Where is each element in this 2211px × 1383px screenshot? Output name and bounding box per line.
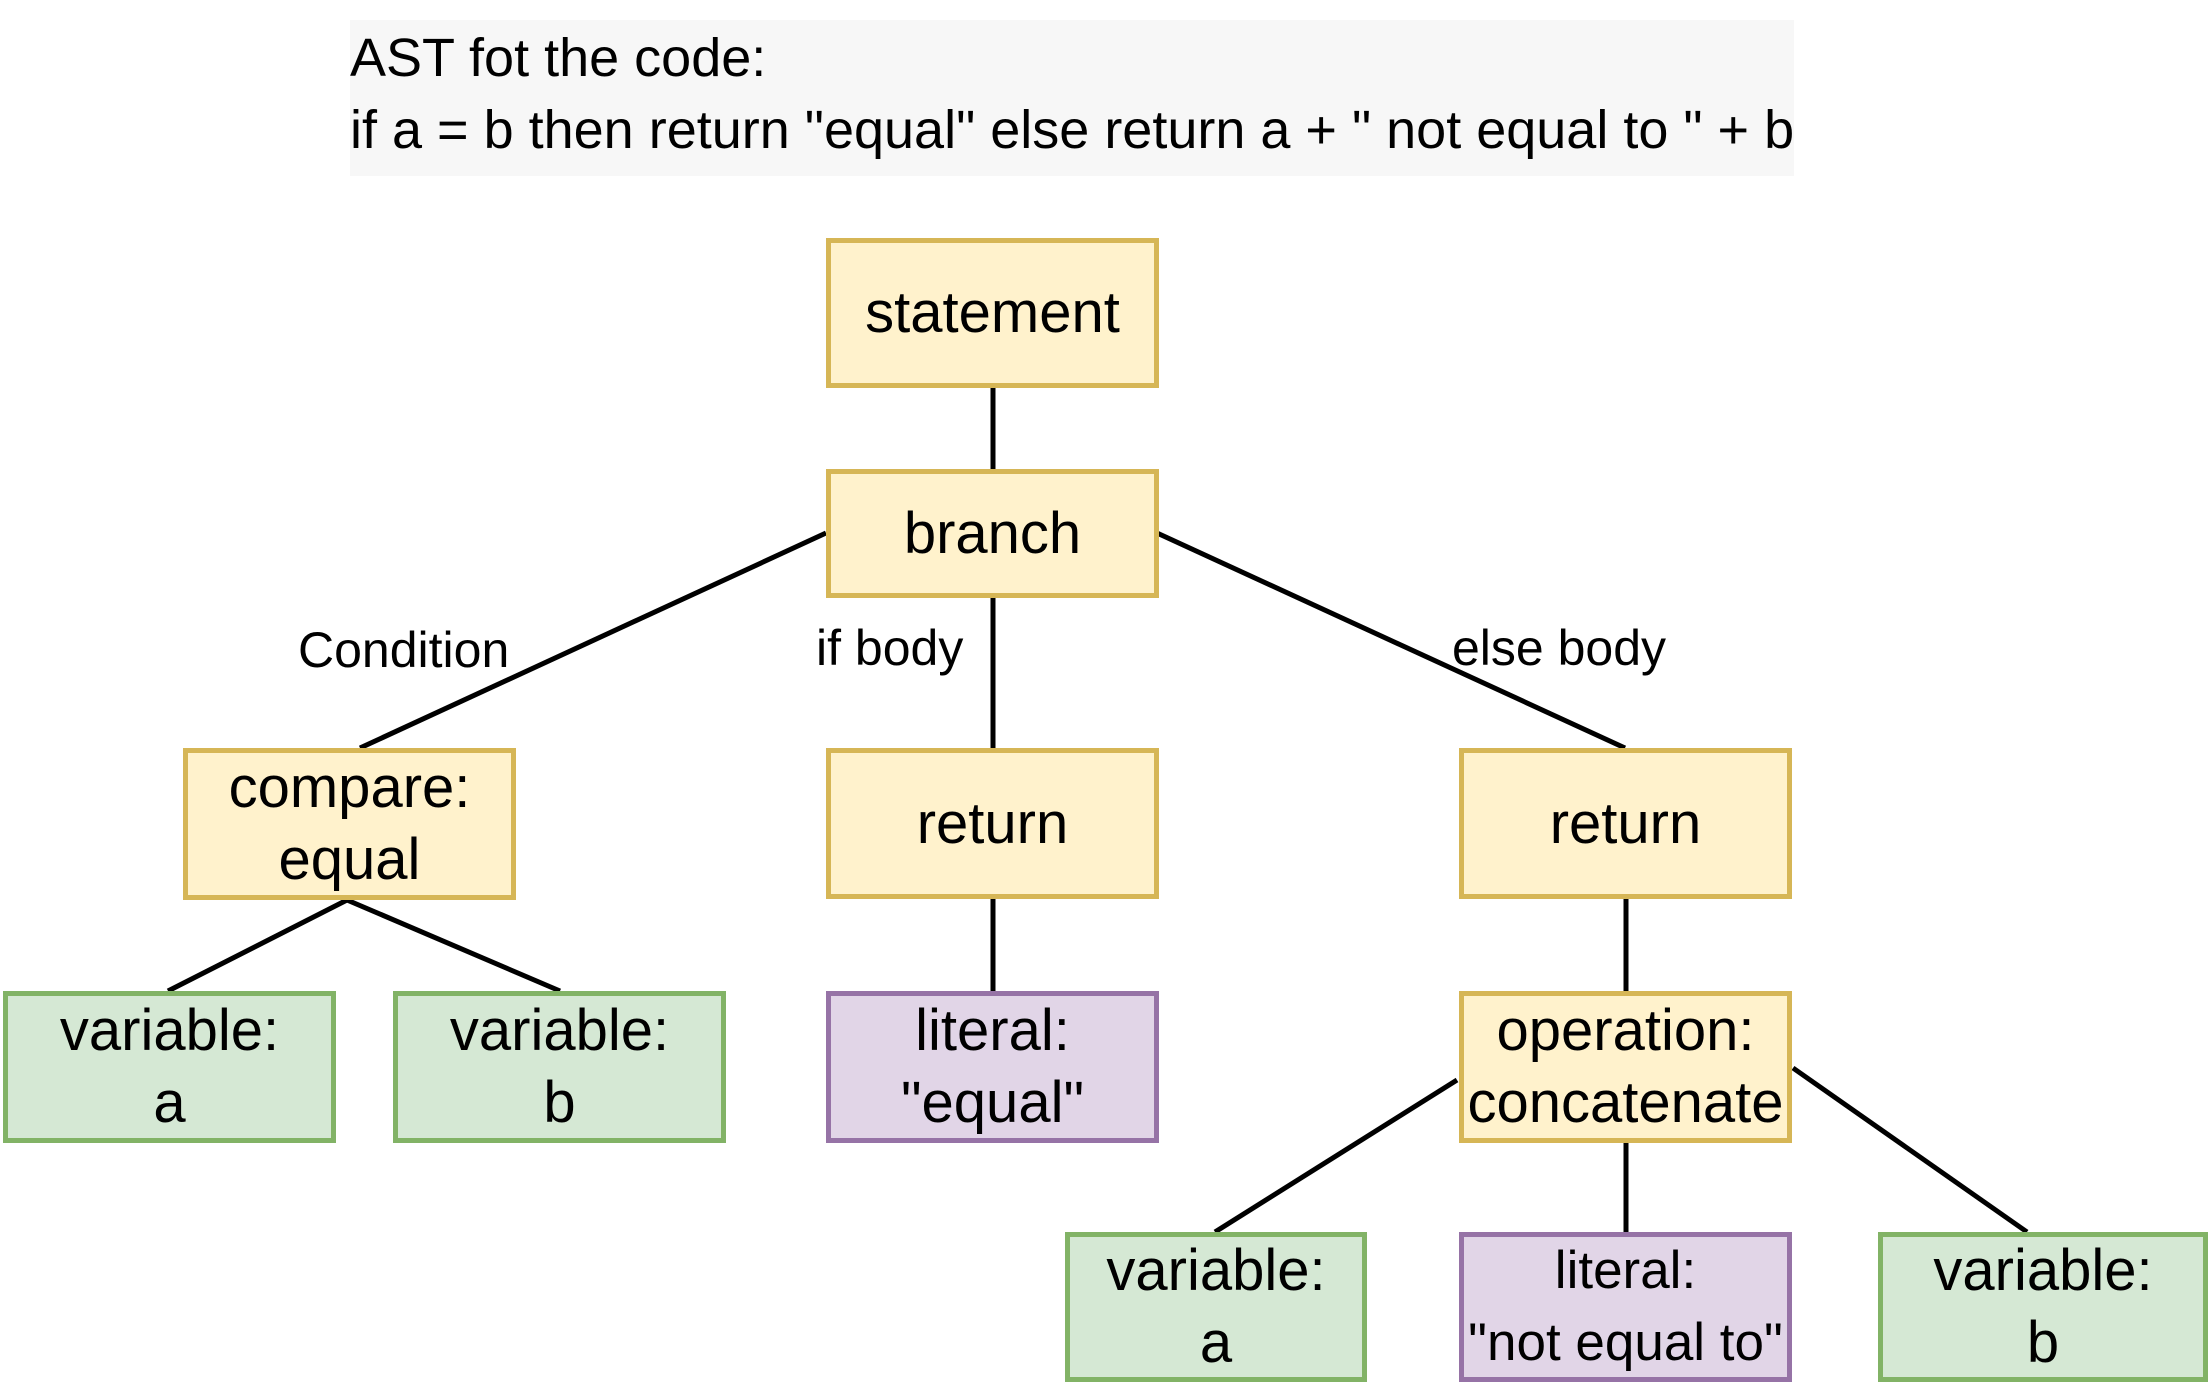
node-variable-b-right-line1: variable:: [1933, 1238, 2153, 1303]
node-variable-a-right-line2: a: [1199, 1310, 1233, 1375]
node-branch: branch: [826, 469, 1159, 598]
node-operation-line1: operation:: [1496, 998, 1755, 1063]
node-literal-not-equal: literal: "not equal to": [1459, 1232, 1792, 1382]
title-line-2: if a = b then return "equal" else return…: [350, 100, 1795, 160]
node-statement-label: statement: [865, 280, 1120, 345]
edge-label-if-body: if body: [816, 620, 964, 676]
node-compare-line2: equal: [278, 827, 421, 892]
node-statement: statement: [826, 238, 1159, 388]
edge-compare-var-b: [346, 897, 561, 994]
diagram-title: AST fot the code: if a = b then return "…: [350, 20, 1795, 176]
node-literal-equal: literal: "equal": [826, 991, 1159, 1143]
node-literal-not-equal-line1: literal:: [1554, 1241, 1697, 1300]
node-return-if-label: return: [916, 790, 1069, 856]
edge-label-else-body: else body: [1452, 620, 1667, 676]
edge-branch-return-else: [1155, 530, 1627, 751]
node-variable-a-left: variable: a: [3, 991, 336, 1143]
node-variable-a-right-line1: variable:: [1106, 1238, 1326, 1303]
node-variable-b-left-line2: b: [543, 1070, 576, 1135]
edge-label-condition: Condition: [298, 622, 510, 678]
node-literal-not-equal-line2: "not equal to": [1468, 1313, 1783, 1372]
node-literal-equal-line2: "equal": [900, 1070, 1085, 1135]
node-variable-a-left-line2: a: [153, 1070, 186, 1135]
node-variable-b-left-line1: variable:: [449, 998, 670, 1063]
node-return-else-label: return: [1549, 790, 1702, 856]
title-line-1: AST fot the code:: [350, 28, 767, 88]
node-branch-label: branch: [903, 500, 1082, 566]
node-variable-a-left-line1: variable:: [59, 998, 280, 1063]
node-variable-b-right: variable: b: [1878, 1232, 2208, 1382]
node-operation-line2: concatenate: [1467, 1070, 1784, 1135]
node-compare-line1: compare:: [228, 755, 471, 820]
node-return-else: return: [1459, 748, 1792, 899]
edge-branch-compare: [358, 530, 828, 751]
node-variable-a-right: variable: a: [1065, 1232, 1367, 1382]
node-variable-b-left: variable: b: [393, 991, 726, 1143]
edge-operation-var-b: [1791, 1065, 2029, 1235]
node-compare: compare: equal: [183, 748, 516, 900]
node-literal-equal-line1: literal:: [915, 998, 1070, 1063]
node-return-if: return: [826, 748, 1159, 899]
edge-compare-var-a: [166, 897, 349, 994]
node-variable-b-right-line2: b: [2026, 1310, 2060, 1375]
node-operation: operation: concatenate: [1459, 991, 1792, 1143]
edge-operation-var-a: [1213, 1077, 1459, 1235]
